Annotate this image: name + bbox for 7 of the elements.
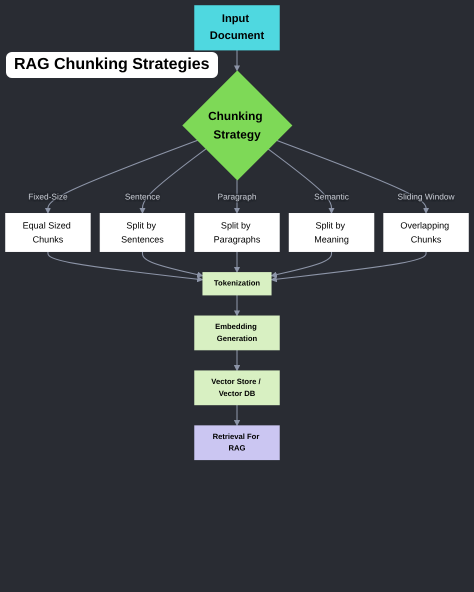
process-box: Input Document xyxy=(194,5,280,50)
process-box: Split by Paragraphs xyxy=(194,213,280,252)
process-box: Equal Sized Chunks xyxy=(5,213,91,252)
title: RAG Chunking Strategies xyxy=(6,52,218,78)
process-box: Overlapping Chunks xyxy=(383,213,469,252)
process-box: Split by Meaning xyxy=(288,213,374,252)
process-box: Split by Sentences xyxy=(100,213,186,252)
